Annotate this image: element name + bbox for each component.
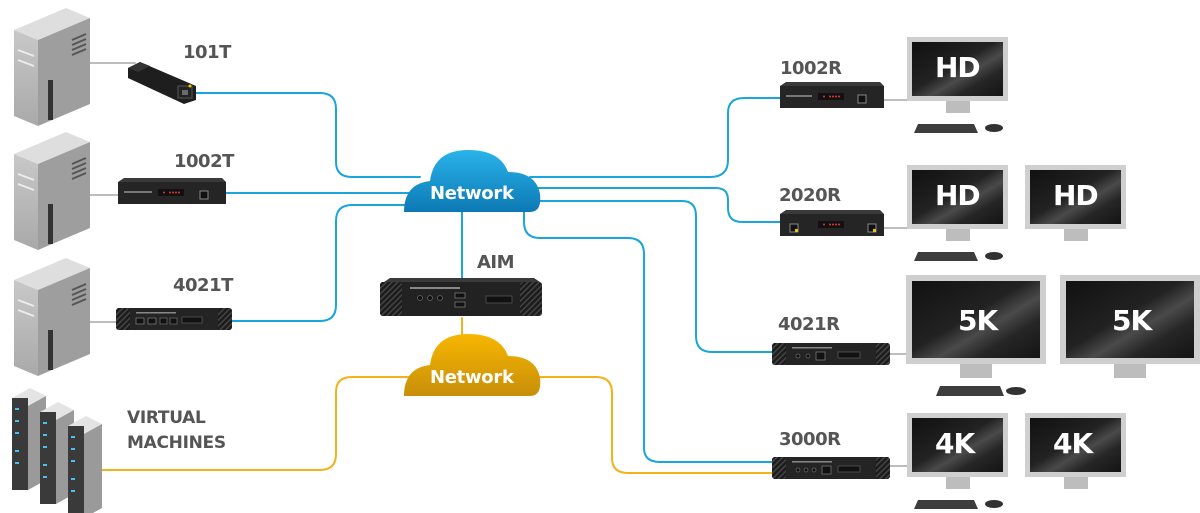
link-101T-network [195,92,421,178]
secondary-network-label: Network [430,367,514,388]
screen-label-3000R-1: 4K [935,427,975,460]
monitor-3000R-1 [907,413,1008,489]
workstation-3 [14,258,90,376]
link-network-4021R [537,200,773,353]
label-3000R: 3000R [779,429,841,450]
monitor-2020R-2 [1025,165,1126,241]
device-aim [380,278,542,316]
primary-network-cloud [404,150,541,212]
monitor-3000R-2 [1025,413,1126,489]
screen-label-4021R-2: 5K [1112,304,1152,337]
label-4021T: 4021T [173,275,233,296]
device-4021R [772,343,890,365]
monitor-4021R-2 [1060,275,1200,378]
screen-label-2020R-2: HD [1053,179,1099,212]
label-101T: 101T [183,42,231,63]
monitor-4021R-1 [906,275,1046,378]
server-racks [12,388,102,513]
link-network2-3000R [529,376,773,474]
device-3000R [772,457,890,479]
link-4021T-network [231,204,411,322]
keyboard-mouse-1 [914,124,1003,133]
label-virtual-machines: VIRTUAL MACHINES [127,406,226,456]
keyboard-mouse-2 [914,252,1003,261]
monitor-2020R-1 [907,165,1008,241]
link-network-2020R [535,187,781,223]
device-1002R [780,82,884,108]
label-aim: AIM [477,252,515,273]
label-2020R: 2020R [779,185,841,206]
label-vm-line1: VIRTUAL [127,408,206,428]
device-1002T [118,178,226,204]
device-2020R [780,210,884,236]
workstation-2 [14,132,90,250]
screen-label-2020R-1: HD [935,179,981,212]
label-1002T: 1002T [174,151,234,172]
primary-network-links [195,92,781,463]
keyboard-mouse-4 [914,500,1003,509]
label-1002R: 1002R [780,58,842,79]
screen-label-1002R-1: HD [935,51,981,84]
local-cables [89,62,913,467]
monitor-1002R-1 [907,37,1008,113]
screen-label-4021R-1: 5K [958,304,998,337]
primary-network-label: Network [430,183,514,204]
link-network-3000R [523,211,773,463]
screen-label-3000R-2: 4K [1053,427,1093,460]
link-network-1002R [529,97,781,178]
label-vm-line2: MACHINES [127,433,226,453]
label-4021R: 4021R [778,314,840,335]
workstation-1 [14,8,90,126]
secondary-network-cloud [404,334,541,396]
link-vm-network2 [99,376,421,471]
device-101T [128,62,196,104]
device-4021T [116,308,232,330]
keyboard-mouse-3 [936,386,1026,396]
